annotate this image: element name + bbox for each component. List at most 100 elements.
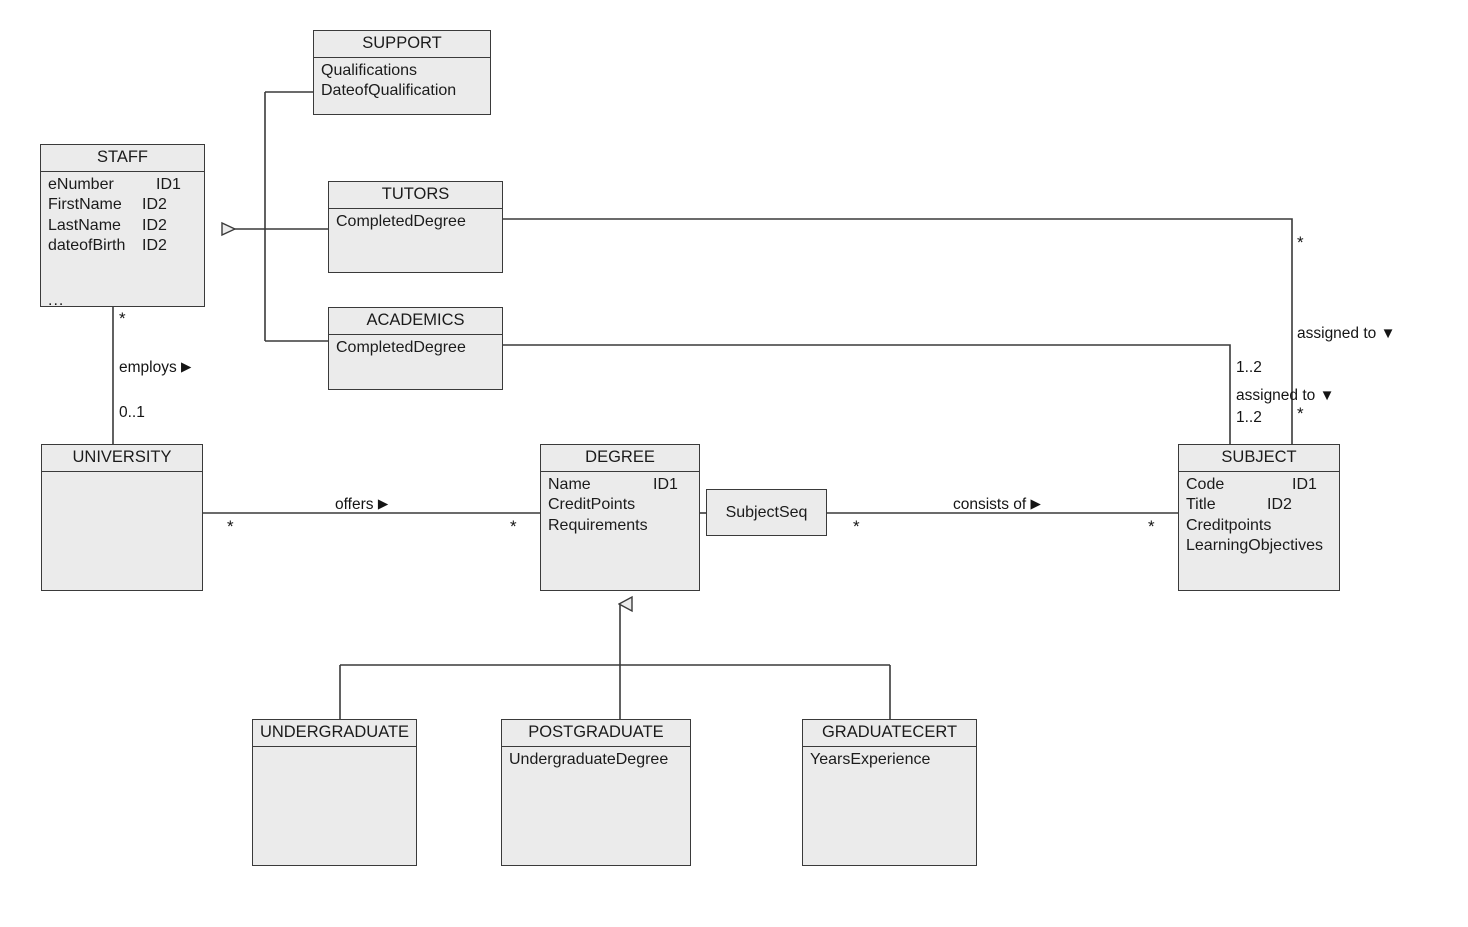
multiplicity-offers-university-end: * <box>227 517 234 536</box>
attribute-row: CompletedDegree <box>329 338 502 359</box>
multiplicity-consists-of-degree-end: * <box>853 517 860 536</box>
multiplicity-academics-assigned-to-bottom: 1..2 <box>1236 409 1262 426</box>
attribute-name: CreditPoints <box>548 496 636 514</box>
direction-arrow-down-icon: ▼ <box>1380 325 1396 342</box>
class-attributes-staff: eNumber ID1 FirstName ID2 LastName ID2 d… <box>41 172 204 309</box>
class-attributes-undergraduate <box>253 747 416 864</box>
class-attributes-graduatecert: YearsExperience <box>803 747 976 864</box>
association-label-consists-of: consists of ▶ <box>953 497 1041 513</box>
class-box-postgraduate[interactable]: POSTGRADUATE UndergraduateDegree <box>501 719 691 866</box>
attribute-row: CreditPoints <box>541 495 699 516</box>
attribute-row: DateofQualification <box>314 81 490 102</box>
attribute-name: Name <box>548 475 591 493</box>
class-box-university[interactable]: UNIVERSITY <box>41 444 203 591</box>
attribute-name: Title <box>1186 496 1216 514</box>
attribute-name: DateofQualification <box>321 82 457 100</box>
attribute-row: Creditpoints <box>1179 516 1339 537</box>
attribute-id: ID2 <box>142 237 167 255</box>
attribute-name: Qualifications <box>321 61 418 79</box>
class-attributes-degree: Name ID1 CreditPoints Requirements <box>541 472 699 589</box>
attribute-name: Requirements <box>548 516 648 534</box>
multiplicity-tutors-assigned-to-top: * <box>1297 233 1304 252</box>
class-attributes-subject: Code ID1 Title ID2 Creditpoints Learning… <box>1179 472 1339 589</box>
class-box-subject[interactable]: SUBJECT Code ID1 Title ID2 Creditpoints … <box>1178 444 1340 591</box>
association-academics-assigned-to-line <box>503 344 1231 444</box>
attribute-row: eNumber ID1 <box>41 175 204 196</box>
attribute-name: dateofBirth <box>48 237 126 255</box>
class-attributes-tutors: CompletedDegree <box>329 209 502 271</box>
attribute-row: Title ID2 <box>1179 495 1339 516</box>
attribute-name: UndergraduateDegree <box>509 750 669 768</box>
association-label-employs: employs ▶ <box>119 360 191 376</box>
association-label-offers: offers ▶ <box>335 497 388 513</box>
multiplicity-academics-assigned-to-top: 1..2 <box>1236 359 1262 376</box>
attribute-id: ID1 <box>1292 475 1317 493</box>
association-class-label: SubjectSeq <box>725 503 808 521</box>
association-label-text: assigned to <box>1236 387 1316 404</box>
attribute-row: Qualifications <box>314 61 490 82</box>
association-label-tutors-assigned-to: assigned to ▼ <box>1297 326 1395 342</box>
class-attributes-university <box>42 472 202 589</box>
attribute-row: FirstName ID2 <box>41 195 204 216</box>
direction-arrow-right-icon: ▶ <box>181 359 192 374</box>
class-name-university: UNIVERSITY <box>42 445 202 472</box>
association-class-subjectseq[interactable]: SubjectSeq <box>706 489 827 536</box>
class-name-graduatecert: GRADUATECERT <box>803 720 976 747</box>
class-name-academics: ACADEMICS <box>329 308 502 335</box>
attribute-id: ID1 <box>653 475 678 493</box>
association-label-academics-assigned-to: assigned to ▼ <box>1236 388 1334 404</box>
class-box-support[interactable]: SUPPORT Qualifications DateofQualificati… <box>313 30 491 115</box>
direction-arrow-down-icon: ▼ <box>1319 387 1335 404</box>
multiplicity-employs-university-end: 0..1 <box>119 404 145 421</box>
attribute-name: LastName <box>48 216 121 234</box>
attribute-id: ID2 <box>1267 496 1292 514</box>
class-name-support: SUPPORT <box>314 31 490 58</box>
multiplicity-consists-of-subject-end: * <box>1148 517 1155 536</box>
attribute-row: Code ID1 <box>1179 475 1339 496</box>
class-name-undergraduate: UNDERGRADUATE <box>253 720 416 747</box>
multiplicity-offers-degree-end: * <box>510 517 517 536</box>
attribute-name: CompletedDegree <box>336 338 466 356</box>
class-attributes-postgraduate: UndergraduateDegree <box>502 747 690 864</box>
class-box-graduatecert[interactable]: GRADUATECERT YearsExperience <box>802 719 977 866</box>
class-attributes-support: Qualifications DateofQualification <box>314 58 490 113</box>
class-name-staff: STAFF <box>41 145 204 172</box>
attribute-name: eNumber <box>48 175 114 193</box>
class-name-degree: DEGREE <box>541 445 699 472</box>
multiplicity-employs-staff-end: * <box>119 309 126 328</box>
attribute-row: LastName ID2 <box>41 216 204 237</box>
attribute-name: CompletedDegree <box>336 212 466 230</box>
attribute-name: YearsExperience <box>810 750 931 768</box>
attribute-name: LearningObjectives <box>1186 537 1323 555</box>
class-name-tutors: TUTORS <box>329 182 502 209</box>
class-box-tutors[interactable]: TUTORS CompletedDegree <box>328 181 503 273</box>
association-tutors-assigned-to-line <box>503 218 1293 444</box>
direction-arrow-right-icon: ▶ <box>1030 496 1041 511</box>
class-box-academics[interactable]: ACADEMICS CompletedDegree <box>328 307 503 390</box>
direction-arrow-right-icon: ▶ <box>377 496 389 511</box>
class-box-undergraduate[interactable]: UNDERGRADUATE <box>252 719 417 866</box>
attribute-id: ID1 <box>156 175 181 193</box>
class-box-staff[interactable]: STAFF eNumber ID1 FirstName ID2 LastName… <box>40 144 205 309</box>
attributes-ellipsis: ... <box>48 291 65 309</box>
class-box-degree[interactable]: DEGREE Name ID1 CreditPoints Requirement… <box>540 444 700 591</box>
attribute-row: UndergraduateDegree <box>502 750 690 771</box>
attribute-row: dateofBirth ID2 <box>41 236 204 257</box>
association-label-text: consists of <box>953 496 1027 513</box>
attribute-name: FirstName <box>48 196 122 214</box>
attribute-row: Name ID1 <box>541 475 699 496</box>
attribute-name: Code <box>1186 475 1225 493</box>
association-label-text: employs <box>119 359 177 376</box>
class-attributes-academics: CompletedDegree <box>329 335 502 388</box>
class-name-postgraduate: POSTGRADUATE <box>502 720 690 747</box>
class-name-subject: SUBJECT <box>1179 445 1339 472</box>
attribute-id: ID2 <box>142 196 167 214</box>
attribute-row: LearningObjectives <box>1179 536 1339 557</box>
attribute-row: Requirements <box>541 516 699 537</box>
attribute-name: Creditpoints <box>1186 516 1272 534</box>
multiplicity-tutors-assigned-to-bottom: * <box>1297 404 1304 423</box>
attribute-row: YearsExperience <box>803 750 976 771</box>
association-label-text: assigned to <box>1297 325 1377 342</box>
